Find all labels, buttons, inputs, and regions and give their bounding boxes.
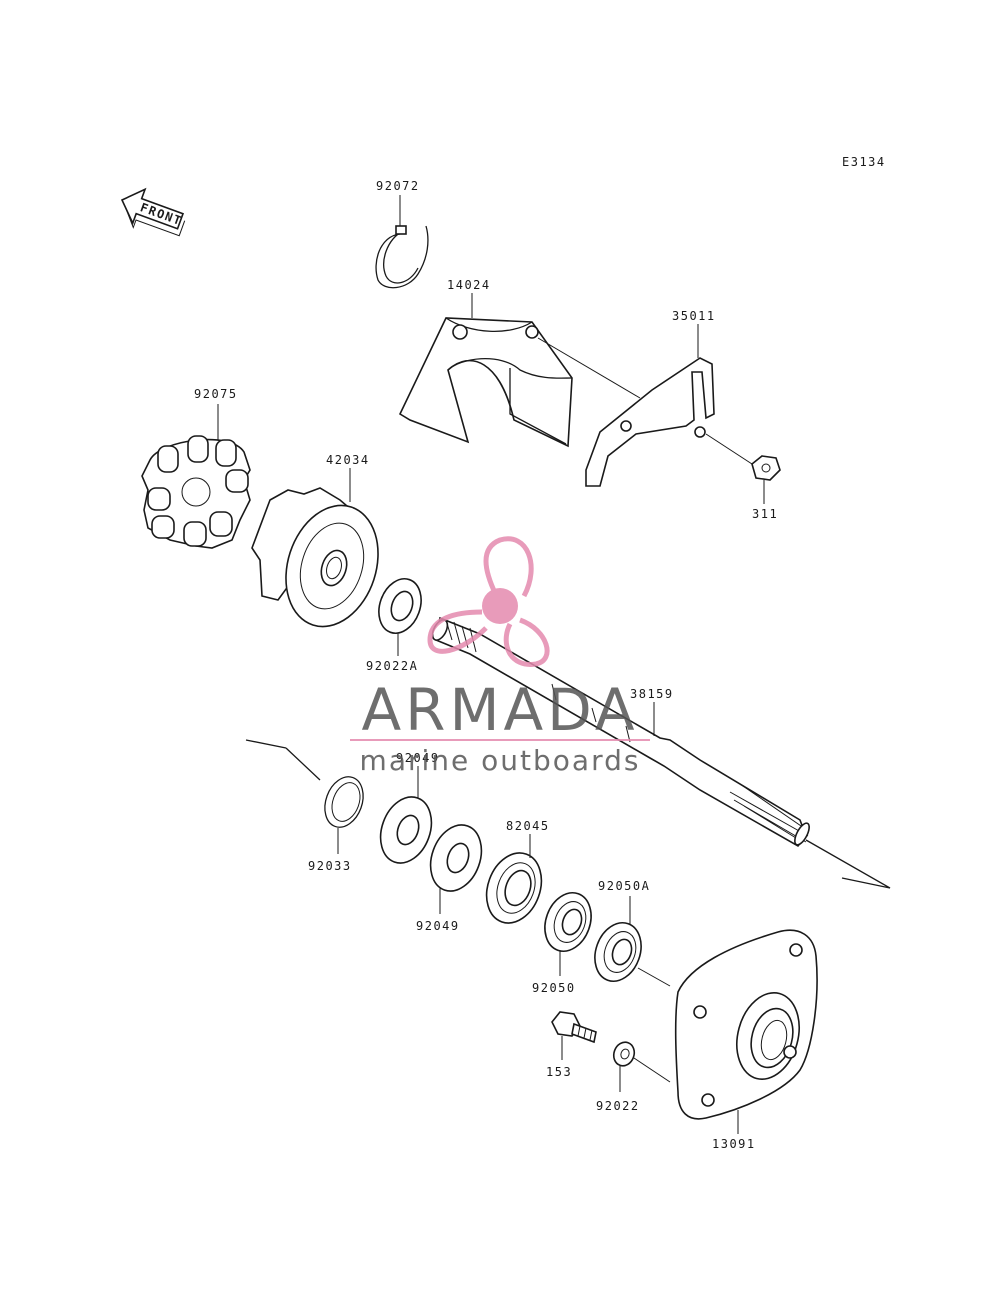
label-92050A: 92050A [598, 879, 650, 893]
label-92075: 92075 [194, 387, 238, 401]
label-92049-upper: 92049 [396, 751, 440, 765]
label-92022A: 92022A [366, 659, 418, 673]
part-92050A-seal[interactable] [587, 916, 649, 987]
part-92049-seal-lower[interactable] [422, 818, 490, 898]
part-13091-cover-plate[interactable] [674, 929, 818, 1120]
diagram-code: E3134 [842, 155, 886, 169]
part-82045-bearing[interactable] [477, 845, 550, 930]
propeller-logo-icon [427, 536, 550, 667]
label-92072: 92072 [376, 179, 420, 193]
label-13091: 13091 [712, 1137, 756, 1151]
part-38159-drive-shaft[interactable] [430, 616, 813, 848]
part-14024-cover[interactable] [398, 317, 573, 448]
part-92049-seal-upper[interactable] [372, 790, 440, 870]
part-92050-seal[interactable] [537, 886, 599, 957]
watermark-brand: ARMADA [361, 676, 638, 744]
part-92075-damper[interactable] [141, 435, 251, 549]
label-153: 153 [546, 1065, 572, 1079]
label-92022: 92022 [596, 1099, 640, 1113]
part-311-nut[interactable] [751, 455, 781, 481]
label-38159: 38159 [630, 687, 674, 701]
label-14024: 14024 [447, 278, 491, 292]
watermark-tagline: marine outboards [360, 744, 641, 777]
front-arrow-icon: FRONT [120, 187, 186, 237]
label-42034: 42034 [326, 453, 370, 467]
label-92049-lower: 92049 [416, 919, 460, 933]
part-42034-coupling[interactable] [251, 487, 393, 639]
label-92050: 92050 [532, 981, 576, 995]
part-35011-bracket[interactable] [585, 357, 715, 487]
part-92033-circlip[interactable] [318, 771, 370, 832]
part-153-bolt[interactable] [551, 1011, 597, 1044]
watermark: ARMADA marine outboards [350, 536, 650, 777]
part-92022-washer[interactable] [610, 1039, 637, 1068]
part-92022A-washer[interactable] [372, 573, 429, 639]
part-92072-clamp[interactable] [375, 225, 429, 289]
label-311: 311 [752, 507, 778, 521]
label-92033: 92033 [308, 859, 352, 873]
label-82045: 82045 [506, 819, 550, 833]
label-35011: 35011 [672, 309, 716, 323]
front-label: FRONT [138, 200, 184, 228]
